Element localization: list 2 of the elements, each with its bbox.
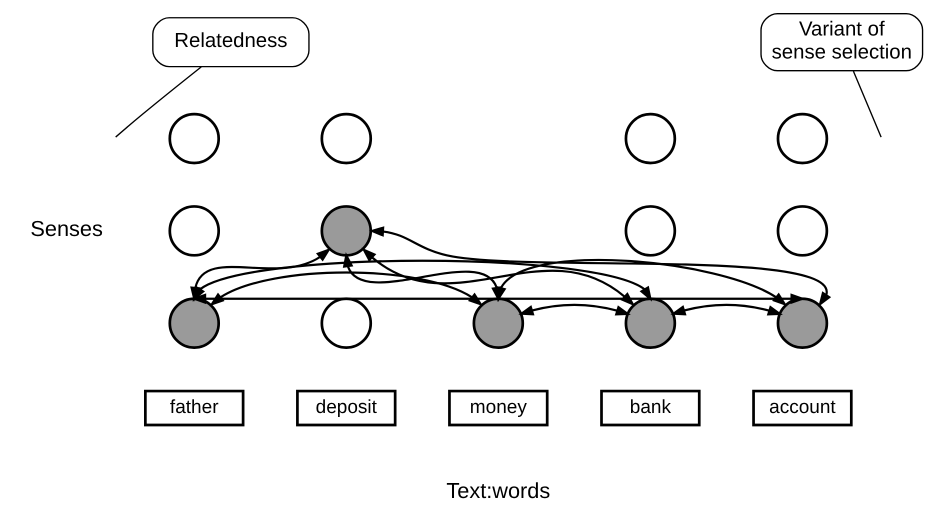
- label: Senses: [30, 216, 102, 242]
- label: Text:words: [446, 478, 550, 504]
